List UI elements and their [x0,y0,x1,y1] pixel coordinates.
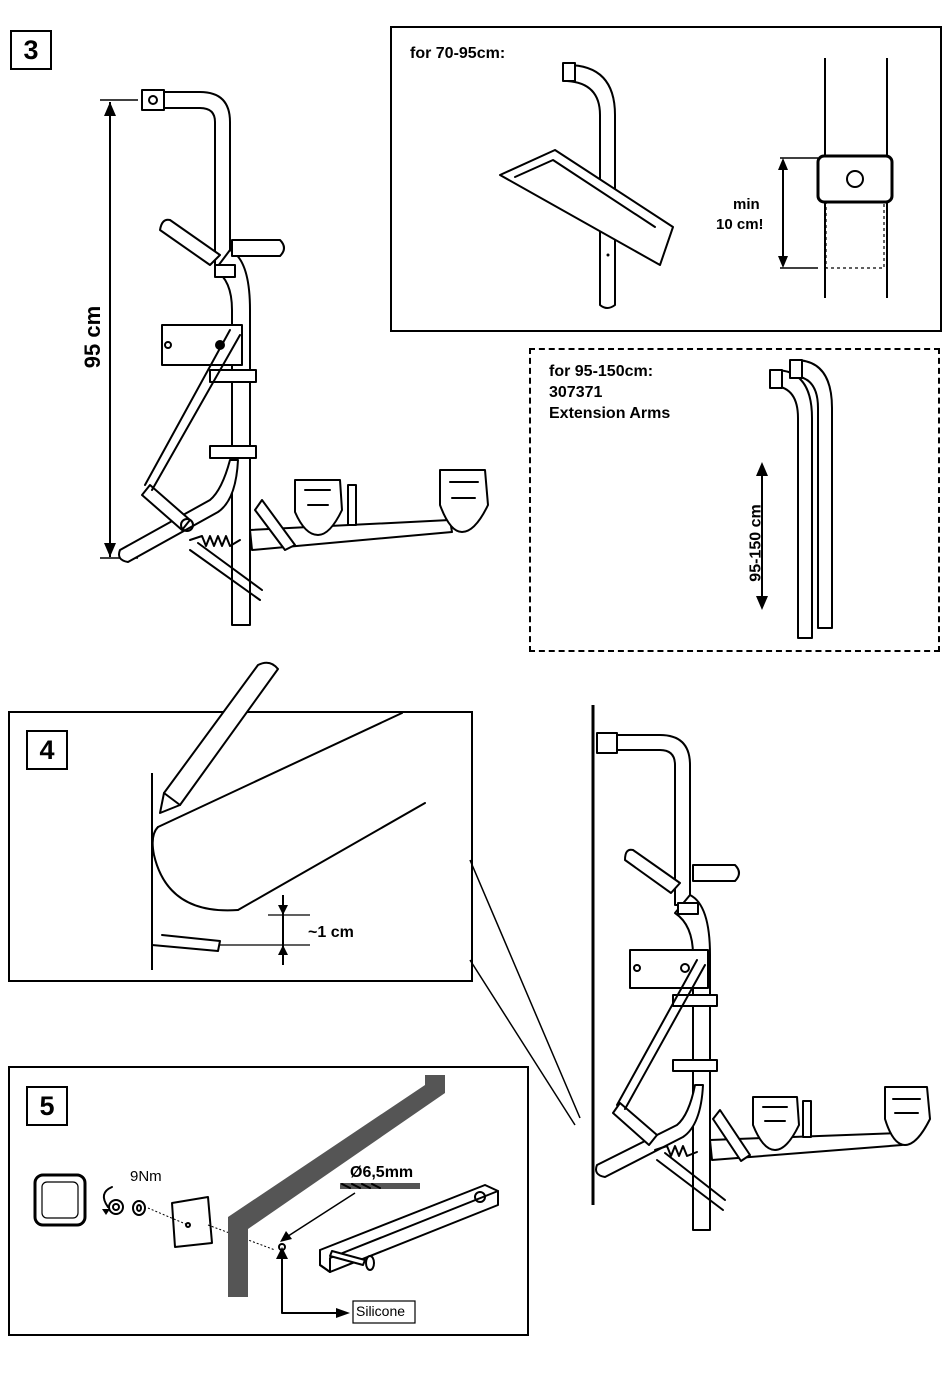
torque-label: 9Nm [130,1168,162,1186]
drill-size-label: Ø6,5mm [350,1163,413,1183]
silicone-label: Silicone [356,1302,405,1320]
bike-rack-illustration-mounted [585,705,945,1245]
step5-mounting-illustration [20,1075,520,1325]
